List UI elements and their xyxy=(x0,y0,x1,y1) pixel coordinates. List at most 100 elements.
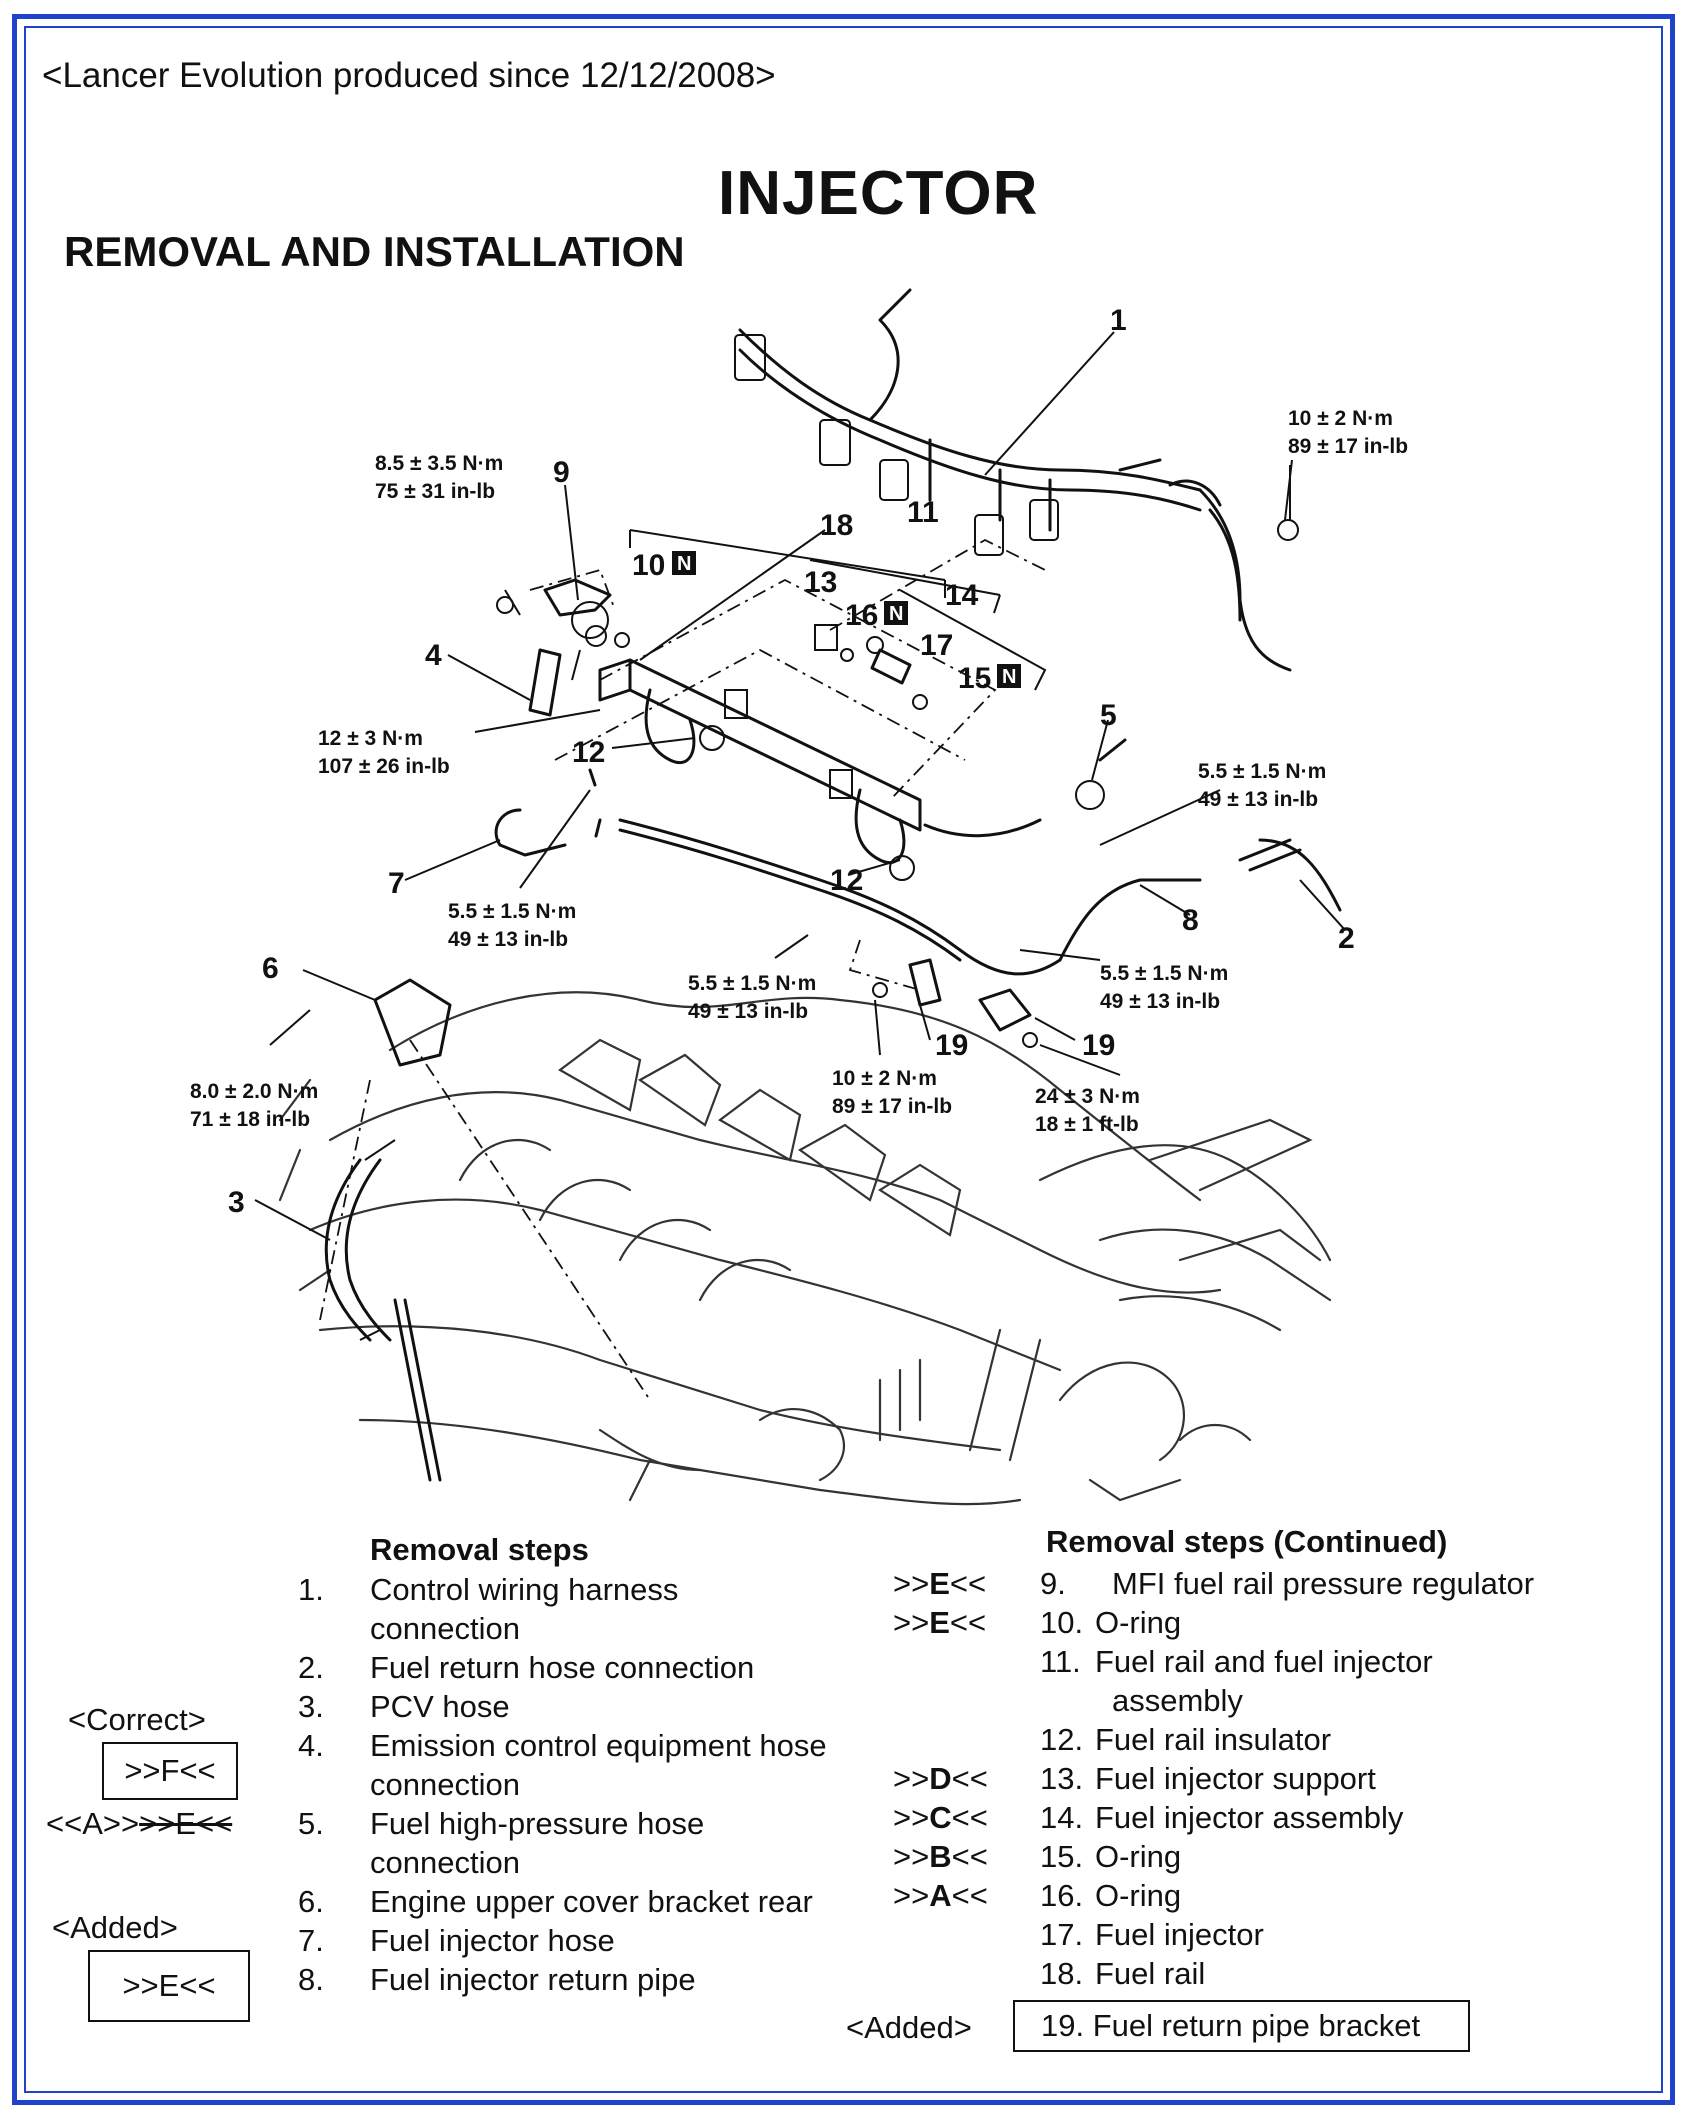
step-text: connection xyxy=(370,1767,520,1802)
step-number: 4. xyxy=(298,1728,324,1763)
callout-14: 14 xyxy=(945,579,979,612)
step-number: 2. xyxy=(298,1650,324,1685)
callout-19a: 19 xyxy=(935,1029,968,1062)
torque-5-imp: 49 ± 13 in-lb xyxy=(1198,788,1318,811)
step-mark: >>B<< xyxy=(893,1839,988,1874)
step-number: 18. xyxy=(1040,1956,1084,1991)
callout-10: 10 xyxy=(632,549,665,582)
step-text: O-ring xyxy=(1095,1605,1182,1640)
torque-7-nm: 5.5 ± 1.5 N·m xyxy=(1100,962,1228,985)
page-title: INJECTOR xyxy=(718,159,1039,228)
step-text: Control wiring harness xyxy=(370,1572,679,1607)
step-number: 12. xyxy=(1040,1722,1084,1757)
callout-13: 13 xyxy=(804,566,837,599)
outer-border xyxy=(12,14,1675,2105)
correct-mark-box: >>F<< xyxy=(102,1742,238,1800)
step-mark: >>E<< xyxy=(893,1566,987,1601)
step-text: assembly xyxy=(1112,1683,1243,1718)
removal-steps-continued-heading: Removal steps (Continued) xyxy=(1046,1524,1448,1559)
callout-17: 17 xyxy=(920,629,953,662)
step-text: connection xyxy=(370,1845,520,1880)
callout-3: 3 xyxy=(228,1186,245,1219)
callout-18: 18 xyxy=(820,509,853,542)
step-text: Fuel rail insulator xyxy=(1095,1722,1332,1757)
torque-9-nm: 10 ± 2 N·m xyxy=(832,1067,937,1090)
torque-5-nm: 5.5 ± 1.5 N·m xyxy=(1198,760,1326,783)
engine-block-drawing xyxy=(278,991,1332,1506)
added-step-label: <Added> xyxy=(846,2010,972,2045)
callout-16: 16 xyxy=(845,599,878,632)
torque-1-nm: 10 ± 2 N·m xyxy=(1288,407,1393,430)
new-part-marker-10 xyxy=(672,551,696,575)
step-text: Fuel injector hose xyxy=(370,1923,615,1958)
step-text: Fuel high-pressure hose xyxy=(370,1806,705,1841)
old-marks-struck: >>E<< xyxy=(139,1806,233,1841)
step-mark: >>A<< xyxy=(893,1878,988,1913)
step-text: PCV hose xyxy=(370,1689,510,1724)
fuel-return-pipe-bracket xyxy=(848,939,1038,1048)
step-text: Emission control equipment hose xyxy=(370,1728,827,1763)
step-number: 8. xyxy=(298,1962,324,1997)
torque-2-imp: 75 ± 31 in-lb xyxy=(375,480,495,503)
step-text: Fuel injector assembly xyxy=(1095,1800,1404,1835)
step-number: 3. xyxy=(298,1689,324,1724)
callout-4: 4 xyxy=(425,639,442,672)
step-number: 6. xyxy=(298,1884,324,1919)
step-mark: >>C<< xyxy=(893,1800,988,1835)
torque-8-imp: 71 ± 18 in-lb xyxy=(190,1108,310,1131)
old-marks: <<A>>>>E<< xyxy=(46,1806,232,1842)
fuel-rail-assembly xyxy=(554,529,1047,881)
step-text: Fuel injector support xyxy=(1095,1761,1376,1796)
step-text: connection xyxy=(370,1611,520,1646)
step-text: Engine upper cover bracket rear xyxy=(370,1884,813,1919)
torque-7-imp: 49 ± 13 in-lb xyxy=(1100,990,1220,1013)
new-part-marker-15-label: N xyxy=(1002,666,1016,688)
step-text: O-ring xyxy=(1095,1839,1182,1874)
callout-2: 2 xyxy=(1338,922,1355,955)
inner-border xyxy=(24,26,1663,2093)
torque-6-nm: 5.5 ± 1.5 N·m xyxy=(688,972,816,995)
hoses-and-pipes xyxy=(319,738,1342,1482)
added-label: <Added> xyxy=(52,1910,178,1945)
correct-mark: >>F<< xyxy=(124,1753,216,1788)
step-text: Fuel rail and fuel injector xyxy=(1095,1644,1433,1679)
new-part-marker-16 xyxy=(884,601,908,625)
step-text: Fuel rail xyxy=(1095,1956,1206,1991)
new-part-marker-10-label: N xyxy=(677,553,691,575)
callout-7: 7 xyxy=(388,867,405,900)
callout-11: 11 xyxy=(907,496,939,529)
torque-3-nm: 12 ± 3 N·m xyxy=(318,727,423,750)
torque-10-nm: 24 ± 3 N·m xyxy=(1035,1085,1140,1108)
new-part-marker-16-label: N xyxy=(889,603,903,625)
old-marks-prefix: <<A>> xyxy=(46,1806,140,1841)
step-number: 5. xyxy=(298,1806,324,1841)
step-number: 7. xyxy=(298,1923,324,1958)
torque-8-nm: 8.0 ± 2.0 N·m xyxy=(190,1080,318,1103)
callout-9: 9 xyxy=(553,456,570,489)
step-number: 11. xyxy=(1040,1644,1081,1679)
step-number: 16. xyxy=(1040,1878,1084,1913)
torque-6-imp: 49 ± 13 in-lb xyxy=(688,1000,808,1023)
added-step: 19. Fuel return pipe bracket xyxy=(1041,2008,1421,2043)
added-step-box: 19. Fuel return pipe bracket xyxy=(1013,2000,1470,2052)
step-number: 1. xyxy=(298,1572,324,1607)
step-text: MFI fuel rail pressure regulator xyxy=(1112,1566,1535,1601)
added-mark-box: >>E<< xyxy=(88,1950,250,2022)
step-text: Fuel injector return pipe xyxy=(370,1962,696,1997)
step-number: 13. xyxy=(1040,1761,1084,1796)
callout-12a: 12 xyxy=(572,736,605,769)
step-text: O-ring xyxy=(1095,1878,1182,1913)
step-text: Fuel injector xyxy=(1095,1917,1264,1952)
step-number: 14. xyxy=(1040,1800,1084,1835)
new-part-marker-15 xyxy=(997,664,1021,688)
step-text: Fuel return hose connection xyxy=(370,1650,755,1685)
leader-lines xyxy=(254,331,1346,1241)
step-number: 10. xyxy=(1040,1605,1084,1640)
control-wiring-harness xyxy=(734,288,1299,672)
callout-19b: 19 xyxy=(1082,1029,1115,1062)
step-number: 9. xyxy=(1040,1566,1066,1601)
callout-6: 6 xyxy=(262,952,279,985)
section-subtitle: REMOVAL AND INSTALLATION xyxy=(64,228,685,275)
added-mark: >>E<< xyxy=(122,1968,216,2003)
